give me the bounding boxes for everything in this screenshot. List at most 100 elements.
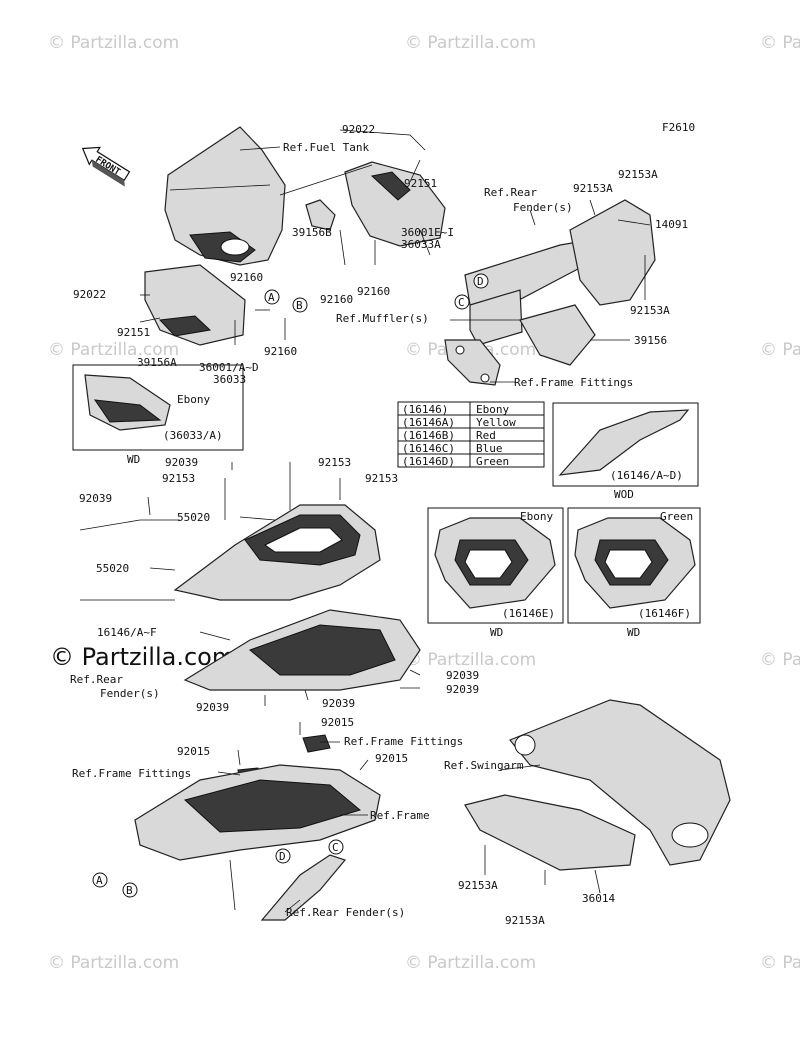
part-number: 92039: [196, 701, 229, 714]
part-number: 55020: [177, 511, 210, 524]
part-number: 92153A: [458, 879, 498, 892]
part-number: 39156: [634, 334, 667, 347]
part-number: 92151: [117, 326, 150, 339]
part-number: 39156A: [137, 356, 177, 369]
cowl-color: Green: [660, 510, 693, 523]
part-number: 92153: [365, 472, 398, 485]
table-color: Yellow: [476, 416, 516, 429]
part-number: 14091: [655, 218, 688, 231]
cowl-color: Ebony: [520, 510, 553, 523]
muffler-shape: [464, 199, 656, 366]
inset-cowl-f: Green (16146F): [567, 507, 701, 624]
part-number: 36001/A~D: [199, 361, 259, 374]
swingarm-shape: [509, 699, 731, 866]
part-number: 92151: [404, 177, 437, 190]
table-part: (16146C): [402, 442, 455, 455]
part-number: 92153A: [618, 168, 658, 181]
label-ref-frame-fittings: Ref.Frame Fittings: [72, 767, 191, 780]
inset-cowl-e: Ebony (16146E): [427, 507, 564, 624]
part-number: 92160: [230, 271, 263, 284]
label-ref-frame: Ref.Frame: [370, 809, 430, 822]
watermark: © Partzilla.com: [760, 953, 800, 973]
watermarks: © Partzilla.com © Partzilla.com © Partzi…: [48, 33, 800, 973]
marker-c: C: [458, 296, 465, 309]
rear-fender-mid: [183, 609, 421, 691]
table-color: Green: [476, 455, 509, 468]
part-number: 92153: [318, 456, 351, 469]
marker-b: B: [126, 884, 133, 897]
cowl-part-number: (16146E): [502, 607, 555, 620]
table-color: Red: [476, 429, 496, 442]
part-number: 92039: [446, 683, 479, 696]
watermark: © Partzilla.com: [405, 650, 536, 670]
inset-part-number: (36033/A): [163, 429, 223, 442]
part-number: 92153: [162, 472, 195, 485]
part-number: 16146/A~F: [97, 626, 157, 639]
cowl-part-number: (16146F): [638, 607, 691, 620]
watermark: © Partzilla.com: [48, 953, 179, 973]
frame-fittings-shape: [444, 339, 501, 386]
wd-label: WD: [490, 626, 503, 639]
label-ref-frame-fittings: Ref.Frame Fittings: [514, 376, 633, 389]
marker-d: D: [279, 850, 286, 863]
front-arrow-icon: FRONT: [81, 146, 131, 187]
inset-part-number: (16146/A~D): [610, 469, 683, 482]
table-color: Ebony: [476, 403, 509, 416]
wod-label: WOD: [614, 488, 634, 501]
watermark: © Partzilla.com: [760, 340, 800, 360]
inset-ebony-panel: Ebony (36033/A): [72, 364, 244, 451]
part-number: 36001E~I: [401, 226, 454, 239]
leader-lines: [139, 129, 651, 913]
part-number: 92153A: [630, 304, 670, 317]
watermark: © Partzilla.com: [405, 33, 536, 53]
table-color: Blue: [476, 442, 503, 455]
subframe-shape: [134, 764, 381, 921]
marker-c: C: [332, 841, 339, 854]
part-number: 92022: [73, 288, 106, 301]
color-table: (16146) Ebony (16146A) Yellow (16146B) R…: [397, 401, 545, 468]
chain-cover-shape: [464, 794, 636, 871]
marker-d: D: [477, 275, 484, 288]
part-number: 92015: [375, 752, 408, 765]
label-ref-rear-fender: Ref.Rear: [484, 186, 537, 199]
frame-fitting-bracket: [302, 734, 331, 753]
part-number: 92160: [357, 285, 390, 298]
table-part: (16146): [402, 403, 448, 416]
marker-a: A: [268, 291, 275, 304]
side-cover-right: [305, 161, 446, 247]
part-number: 39156B: [292, 226, 332, 239]
seat-cowl-shape: [79, 504, 381, 601]
watermark: © Partzilla.com: [48, 33, 179, 53]
watermark: © Partzilla.com: [48, 340, 179, 360]
watermark: © Partzilla.com: [760, 33, 800, 53]
part-number: 92160: [264, 345, 297, 358]
inset-16146-panel: (16146/A~D): [552, 402, 699, 487]
label-ref-muffler: Ref.Muffler(s): [336, 312, 429, 325]
table-part: (16146D): [402, 455, 455, 468]
marker-b: B: [296, 299, 303, 312]
marker-a: A: [96, 874, 103, 887]
label-ref-rear-fender: Fender(s): [100, 687, 160, 700]
label-ref-rear-fender: Ref.Rear Fender(s): [286, 906, 405, 919]
reference-markers: A B D C A B D C: [92, 273, 489, 898]
wd-label: WD: [627, 626, 640, 639]
part-number: 36014: [582, 892, 615, 905]
part-number: 92160: [320, 293, 353, 306]
table-part: (16146A): [402, 416, 455, 429]
fuel-tank-shape: [164, 126, 286, 266]
part-number: 92153A: [505, 914, 545, 927]
label-ref-rear-fender: Fender(s): [513, 201, 573, 214]
label-ref-rear-fender: Ref.Rear: [70, 673, 123, 686]
part-number: 92039: [446, 669, 479, 682]
watermark: © Partzilla.com: [405, 953, 536, 973]
label-ref-swingarm: Ref.Swingarm: [444, 759, 524, 772]
watermark: © Partzilla.com: [760, 650, 800, 670]
label-ref-fuel-tank: Ref.Fuel Tank: [283, 141, 369, 154]
part-number: 92015: [177, 745, 210, 758]
part-number: 55020: [96, 562, 129, 575]
part-number: 92022: [342, 123, 375, 136]
part-labels: Ref.Fuel Tank 92022 92151 39156B 36001E~…: [70, 123, 688, 927]
part-number: 92153A: [573, 182, 613, 195]
label-ref-frame-fittings: Ref.Frame Fittings: [344, 735, 463, 748]
